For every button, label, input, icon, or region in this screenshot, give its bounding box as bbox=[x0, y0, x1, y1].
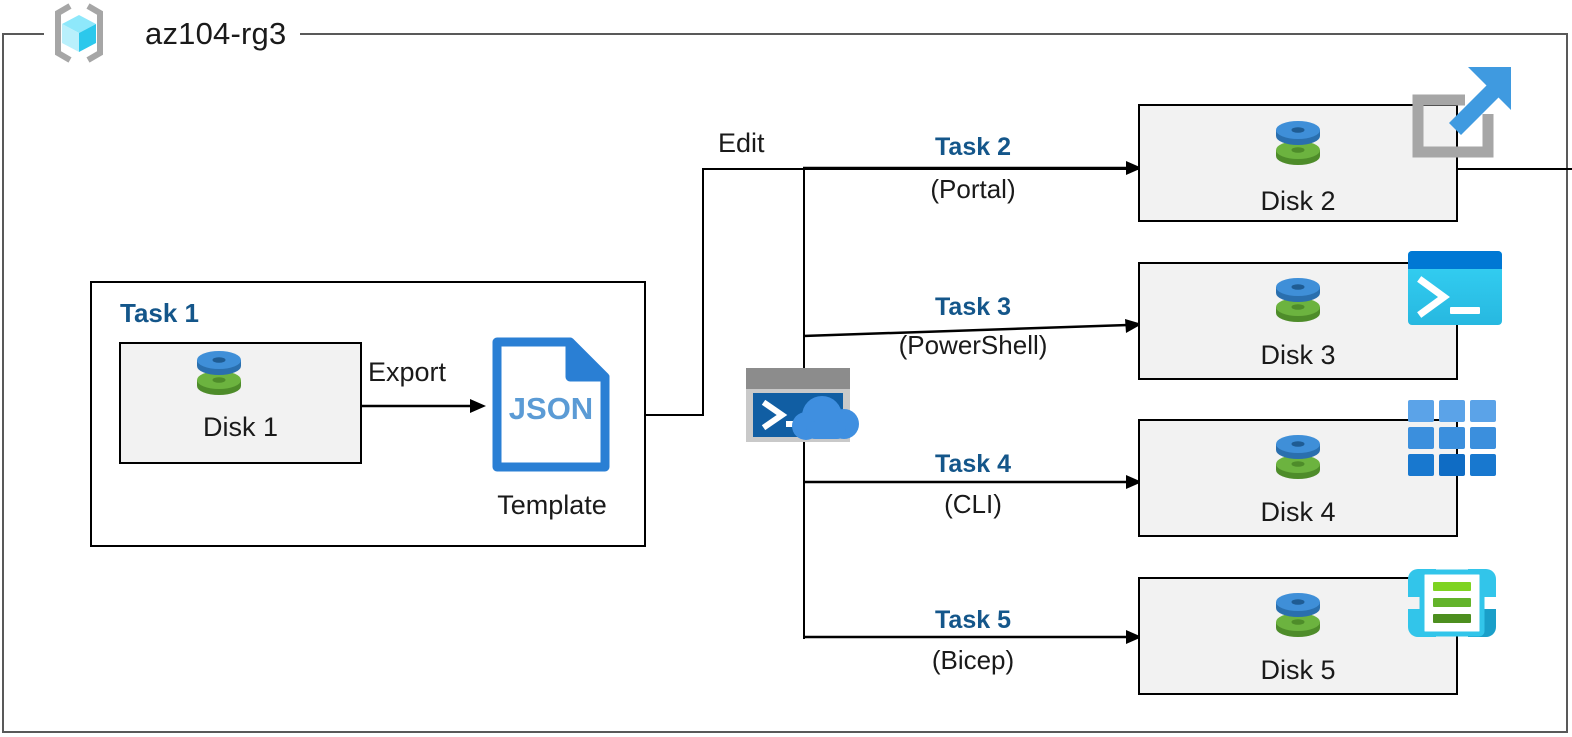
task4-title: Task 4 bbox=[935, 450, 1011, 478]
disk4-label: Disk 4 bbox=[1260, 497, 1336, 527]
rg-frame-left-edge bbox=[2, 33, 4, 733]
disk5-label: Disk 5 bbox=[1260, 655, 1336, 685]
powershell-icon bbox=[1406, 249, 1504, 327]
managed-disk-icon bbox=[193, 348, 245, 402]
disk2-label: Disk 2 bbox=[1260, 186, 1336, 216]
bicep-icon bbox=[1404, 557, 1500, 649]
json-file-icon: JSON bbox=[492, 337, 610, 472]
task2-arrow bbox=[803, 158, 1143, 178]
managed-disk-icon bbox=[1272, 590, 1324, 644]
task5-subtitle: (Bicep) bbox=[931, 645, 1015, 675]
task1-heading: Task 1 bbox=[120, 298, 200, 328]
export-label: Export bbox=[368, 357, 447, 387]
azure-portal-icon bbox=[1408, 62, 1518, 167]
task3-title: Task 3 bbox=[935, 293, 1011, 321]
template-label: Template bbox=[497, 490, 607, 520]
rg-frame-right-edge bbox=[1566, 33, 1568, 733]
rg-frame-top-left-segment bbox=[2, 33, 44, 35]
task5-title: Task 5 bbox=[935, 606, 1011, 634]
edit-label: Edit bbox=[718, 128, 765, 158]
export-arrow bbox=[362, 396, 487, 416]
task4-subtitle: (CLI) bbox=[944, 489, 1002, 519]
task3-subtitle: (PowerShell) bbox=[898, 330, 1048, 360]
svg-text:JSON: JSON bbox=[509, 391, 593, 426]
rg-frame-top-right-segment bbox=[300, 33, 1568, 35]
disk1-box bbox=[119, 342, 362, 464]
resource-group-title: az104-rg3 bbox=[145, 16, 287, 51]
rg-frame-bottom-edge bbox=[2, 731, 1568, 733]
managed-disk-icon bbox=[1272, 275, 1324, 329]
task2-subtitle: (Portal) bbox=[930, 174, 1016, 204]
task3-arrow bbox=[803, 316, 1143, 342]
disk1-label: Disk 1 bbox=[202, 412, 278, 442]
task5-arrow bbox=[803, 627, 1143, 647]
cloud-shell-icon bbox=[744, 366, 866, 448]
edit-path-segment-horizontal-lower bbox=[646, 414, 704, 416]
disk3-label: Disk 3 bbox=[1260, 340, 1336, 370]
managed-disk-icon bbox=[1272, 118, 1324, 172]
azure-cli-icon bbox=[1407, 399, 1499, 477]
resource-group-icon bbox=[48, 2, 110, 64]
edit-path-segment-vertical bbox=[702, 168, 704, 416]
managed-disk-icon bbox=[1272, 432, 1324, 486]
task4-arrow bbox=[803, 472, 1143, 492]
task2-title: Task 2 bbox=[935, 133, 1011, 161]
